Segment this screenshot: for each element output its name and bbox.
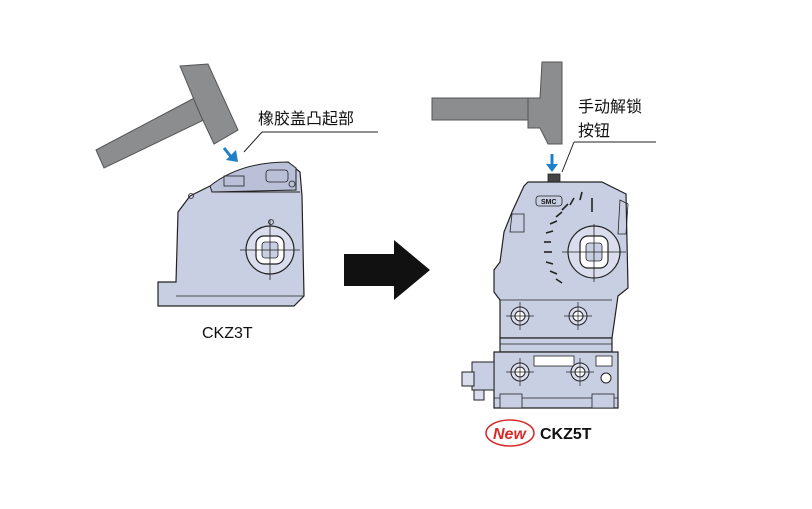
right-clamp-body: SMC [461,173,629,409]
side-sensor-icon [461,361,495,401]
svg-text:SMC: SMC [541,199,557,206]
right-callout-label-line1: 手动解锁 [578,97,642,116]
left-hammer-icon [95,63,239,169]
right-hammer-icon [431,61,563,145]
new-badge: New [485,419,535,447]
right-pivot-icon [562,224,626,282]
left-pivot-icon [240,220,300,280]
mounting-bolt-icon [506,302,534,330]
right-model-label: CKZ5T [540,426,592,443]
right-callout-label-line2: 按钮 [578,121,610,140]
right-callout-leader [561,141,656,173]
angle-scale-icon [544,191,593,284]
right-impact-arrow-icon [546,154,558,172]
smc-brand-logo: SMC [535,195,563,207]
left-clamp-body [157,161,305,307]
svg-text:New: New [493,426,527,443]
arrow-right-icon [344,240,430,300]
left-callout-leader [243,131,378,153]
left-callout-label: 橡胶盖凸起部 [258,109,354,128]
mounting-bolt-icon [564,302,592,330]
left-model-label: CKZ3T [202,325,253,342]
mounting-bolt-icon [566,358,594,386]
mounting-bolt-icon [506,358,534,386]
left-impact-arrow-icon [222,147,238,162]
